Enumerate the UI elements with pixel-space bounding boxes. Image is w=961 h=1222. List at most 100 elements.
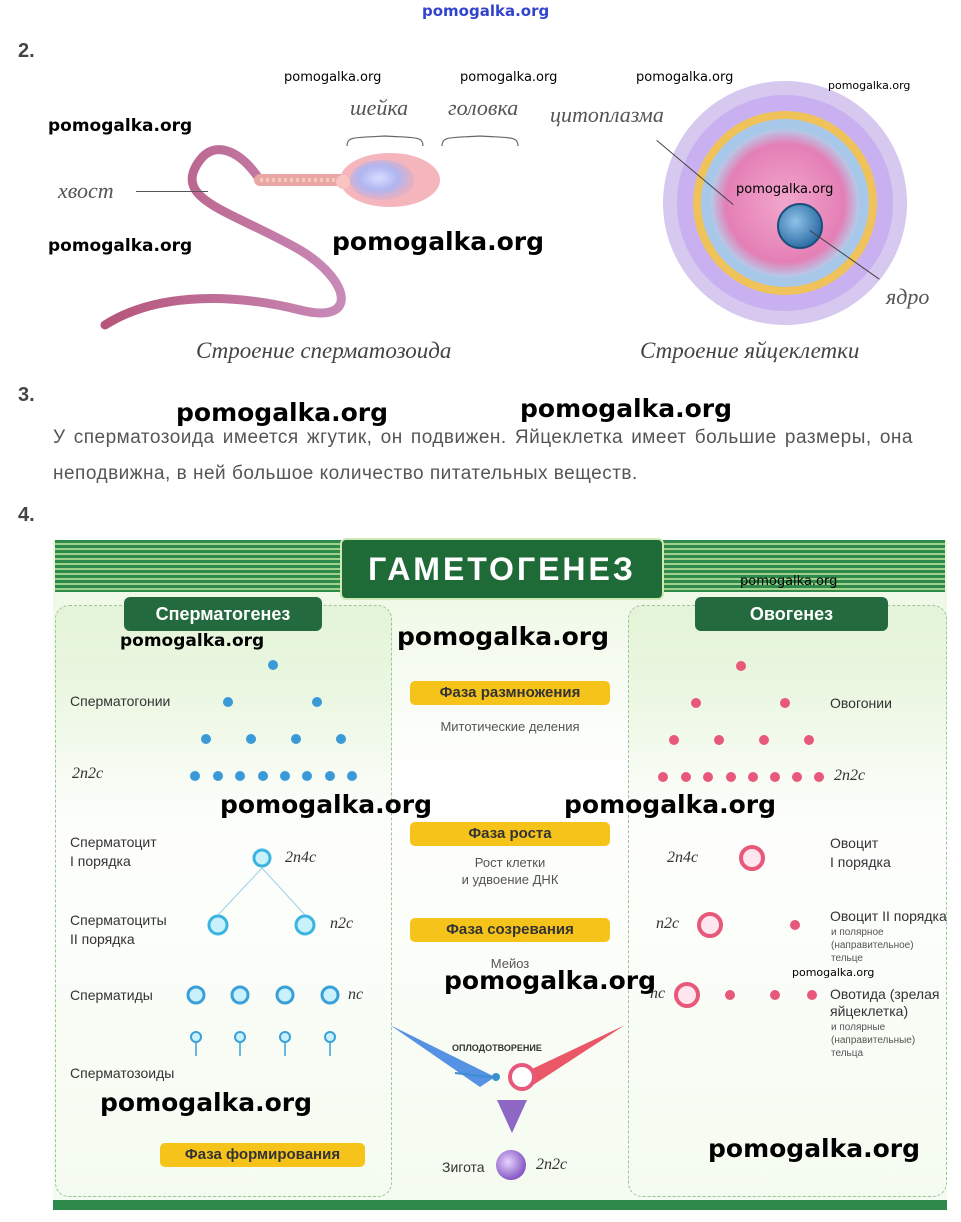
watermark: pomogalka.org xyxy=(828,79,911,92)
polar-body xyxy=(770,990,780,1000)
nucleus-label: ядро xyxy=(886,284,930,309)
egg-illustration xyxy=(663,81,907,325)
reproduction-desc: Митотические деления xyxy=(440,719,580,734)
section-number-2: 2. xyxy=(18,40,35,62)
watermark: pomogalka.org xyxy=(48,236,193,256)
growth-desc-line1: Рост клетки xyxy=(474,855,546,870)
oogonium-cell xyxy=(714,735,724,745)
lineage-line xyxy=(217,867,263,916)
egg-caption: Строение яйцеклетки xyxy=(640,338,860,363)
neck-bracket xyxy=(346,135,424,147)
poster-bottom-band xyxy=(53,1200,947,1210)
head-label: головка xyxy=(448,95,519,120)
oogonia-label: Овогонии xyxy=(830,695,892,711)
watermark: pomogalka.org xyxy=(284,70,382,85)
oocyte2-sub1: и полярное xyxy=(831,927,884,938)
head-bracket xyxy=(441,135,519,147)
right-nc-formula: nc xyxy=(650,985,666,1002)
spermatogonium-cell xyxy=(258,771,268,781)
watermark: pomogalka.org xyxy=(636,70,734,85)
neck-label: шейка xyxy=(350,95,409,120)
gametogenesis-title: ГАМЕТОГЕНЕЗ xyxy=(340,538,664,600)
oogonium-cell xyxy=(814,772,824,782)
spermatogenesis-panel xyxy=(55,605,392,1197)
watermark: pomogalka.org xyxy=(708,1134,921,1163)
watermark: pomogalka.org xyxy=(460,70,558,85)
section-number-4: 4. xyxy=(18,504,35,526)
spermatozoa-label: Сперматозоиды xyxy=(70,1065,175,1081)
ootid-label-line2: яйцеклетка) xyxy=(830,1003,909,1019)
polar-body xyxy=(725,990,735,1000)
oogonium-cell xyxy=(780,698,790,708)
right-n2c-formula: n2c xyxy=(656,915,680,932)
spermatocyte2-label-line1: Сперматоциты xyxy=(70,912,167,928)
oogonium-cell xyxy=(703,772,713,782)
spermatid-cell xyxy=(320,985,340,1005)
watermark: pomogalka.org xyxy=(740,574,838,589)
fertilization-diagram xyxy=(390,1025,625,1133)
oocyte2-sub2: (направительное) xyxy=(831,940,914,951)
left-n2c-formula: n2c xyxy=(330,915,354,932)
left-2n4c-formula: 2n4c xyxy=(285,849,317,866)
tail-leader-line xyxy=(136,191,208,192)
spermatogonium-cell xyxy=(291,734,301,744)
formation-phase: Фаза формирования xyxy=(160,1143,365,1167)
cytoplasm-label: цитоплазма xyxy=(550,102,664,127)
answer-paragraph: У сперматозоида имеется жгутик, он подви… xyxy=(53,427,913,484)
fertilization-label: ОПЛОДОТВОРЕНИЕ xyxy=(452,1043,542,1053)
watermark: pomogalka.org xyxy=(397,622,610,651)
spermatogenesis-header: Сперматогенез xyxy=(124,597,322,631)
section-number-3: 3. xyxy=(18,384,35,406)
zygote-formula: 2n2c xyxy=(536,1156,568,1173)
spermatogonium-cell xyxy=(268,660,278,670)
oogonium-cell xyxy=(759,735,769,745)
spermatogonium-cell xyxy=(201,734,211,744)
watermark: pomogalka.org xyxy=(736,182,834,197)
lineage-line xyxy=(261,867,306,916)
polar-body xyxy=(807,990,817,1000)
spermatogonium-cell xyxy=(280,771,290,781)
spermatogonium-cell xyxy=(190,771,200,781)
growth-phase: Фаза роста xyxy=(410,822,610,846)
left-2n2c-formula: 2n2c xyxy=(72,765,104,782)
oogonium-cell xyxy=(726,772,736,782)
left-nc-formula: nc xyxy=(348,986,364,1003)
oogonium-cell xyxy=(748,772,758,782)
oocyte1-label-line2: I порядка xyxy=(830,854,891,870)
spermatocyte2-cell xyxy=(294,914,316,936)
oogonium-cell xyxy=(681,772,691,782)
spermatogonium-cell xyxy=(302,771,312,781)
ootid-sub2: (направительные) xyxy=(831,1035,916,1046)
watermark: pomogalka.org xyxy=(520,394,733,423)
ootid-cell xyxy=(674,982,700,1008)
spermatogonium-cell xyxy=(213,771,223,781)
watermark: pomogalka.org xyxy=(176,398,389,427)
spermatids-label: Сперматиды xyxy=(70,987,153,1003)
spermatozoon-head xyxy=(279,1031,291,1043)
watermark: pomogalka.org xyxy=(332,227,545,256)
growth-desc-line2: и удвоение ДНК xyxy=(461,872,559,887)
oogonium-cell xyxy=(770,772,780,782)
oocyte1-label-line1: Овоцит xyxy=(830,835,879,851)
spermatozoon-head xyxy=(234,1031,246,1043)
watermark-top: pomogalka.org xyxy=(422,2,550,20)
sperm-illustration xyxy=(100,145,440,330)
polar-body xyxy=(790,920,800,930)
watermark: pomogalka.org xyxy=(564,790,777,819)
oocyte2-label: Овоцит II порядка xyxy=(830,908,947,924)
oogonium-cell xyxy=(691,698,701,708)
spermatogonium-cell xyxy=(312,697,322,707)
sperm-caption: Строение сперматозоида xyxy=(196,338,452,363)
right-2n4c-formula: 2n4c xyxy=(667,849,699,866)
oocyte2-cell xyxy=(697,912,723,938)
spermatogonium-cell xyxy=(347,771,357,781)
oogonium-cell xyxy=(736,661,746,671)
watermark: pomogalka.org xyxy=(444,966,657,995)
reproduction-phase: Фаза размножения xyxy=(410,681,610,705)
watermark: pomogalka.org xyxy=(48,116,193,136)
spermatogonium-cell xyxy=(235,771,245,781)
spermatogonium-cell xyxy=(246,734,256,744)
oocyte2-sub3: тельце xyxy=(831,953,863,964)
oogonium-cell xyxy=(804,735,814,745)
